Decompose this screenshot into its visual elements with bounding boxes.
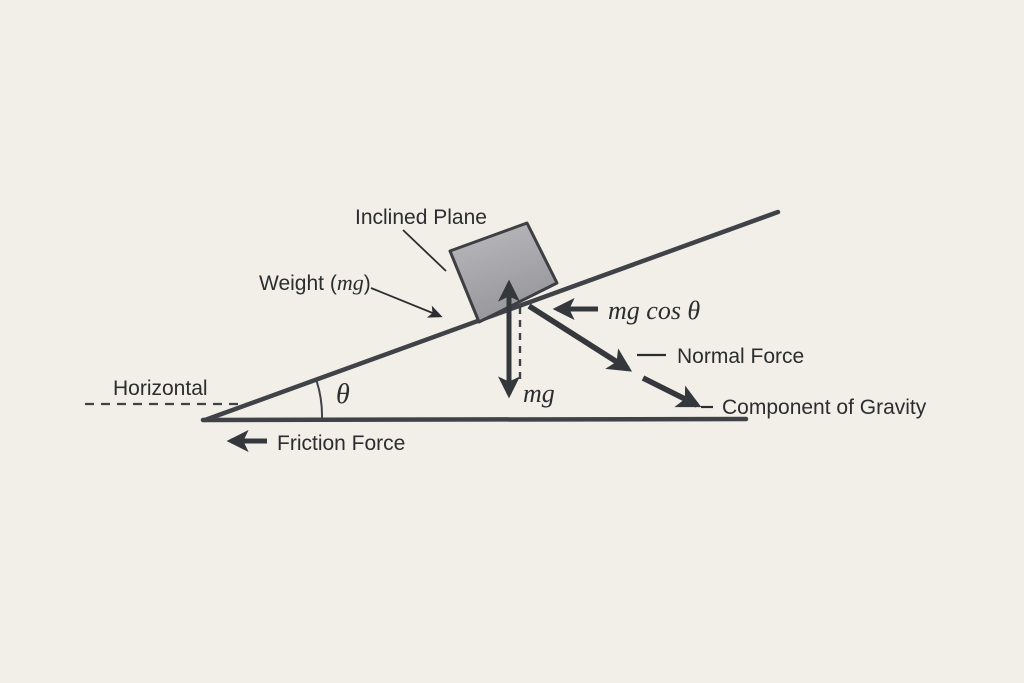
theta-label: θ [336,379,350,410]
normal-force-arrow [527,303,633,372]
horizontal-label: Horizontal [113,377,208,400]
ground-line [200,416,749,423]
mg-cos-theta-label: mg cos θ [608,296,700,325]
angle-arc [315,378,324,420]
weight-label-math: mg [337,270,364,295]
mg-label: mg [523,379,555,408]
weight-label-prefix: Weight ( [259,272,337,295]
inclined-plane-leader [402,229,447,272]
normal-force-label: Normal Force [677,345,804,368]
gravity-component-arrow [641,375,702,408]
weight-label-suffix: ) [364,272,371,295]
weight-leader-arrow [370,287,443,318]
friction-force-label: Friction Force [277,432,405,455]
block [448,221,559,324]
component-of-gravity-label: Component of Gravity [722,396,927,419]
weight-label: Weight (mg) [259,270,371,295]
inclined-plane-label: Inclined Plane [355,206,487,229]
